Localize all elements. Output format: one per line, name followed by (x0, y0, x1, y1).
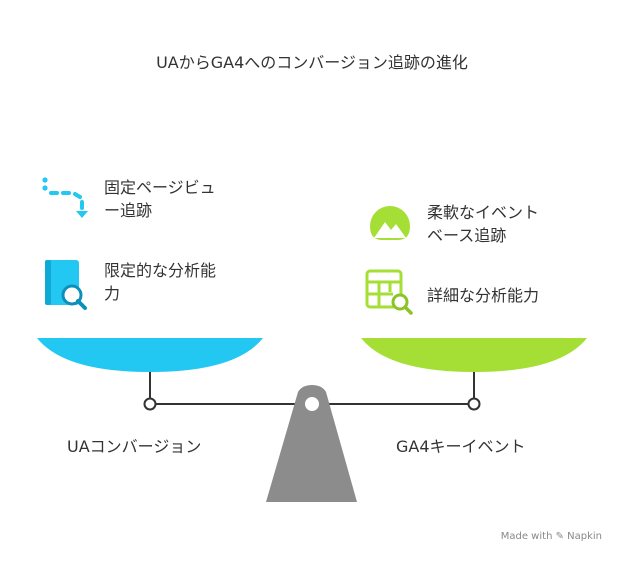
document-search-icon (45, 260, 87, 310)
table-search-icon (365, 269, 413, 315)
left-side-label: UAコンバージョン (67, 437, 202, 456)
right-item-2-line1: 詳細な分析能力 (427, 286, 540, 305)
mountain-icon (370, 206, 410, 240)
right-pan (361, 338, 587, 372)
left-item-1-line1: 固定ページビュ (104, 178, 216, 197)
right-item-1-line1: 柔軟なイベント (427, 203, 540, 222)
napkin-credit[interactable]: Made with ✎ Napkin (500, 531, 602, 542)
left-item-1: 固定ページビュ ー追跡 (104, 176, 216, 222)
left-pan (37, 338, 263, 372)
right-joint (467, 397, 481, 411)
left-item-2-line2: 力 (104, 284, 121, 303)
fulcrum-pivot (303, 395, 321, 413)
fulcrum (266, 385, 357, 502)
left-item-2: 限定的な分析能 力 (104, 259, 216, 305)
dotted-path-arrow-icon (42, 177, 88, 218)
left-item-1-line2: ー追跡 (104, 201, 153, 220)
diagram-title: UAからGA4へのコンバージョン追跡の進化 (156, 53, 468, 72)
left-item-2-line1: 限定的な分析能 (104, 261, 217, 280)
right-item-1-line2: ベース追跡 (427, 226, 507, 245)
right-item-1: 柔軟なイベント ベース追跡 (427, 201, 539, 247)
right-side-label: GA4キーイベント (396, 437, 526, 456)
left-joint (143, 397, 157, 411)
right-item-2: 詳細な分析能力 (427, 284, 539, 307)
